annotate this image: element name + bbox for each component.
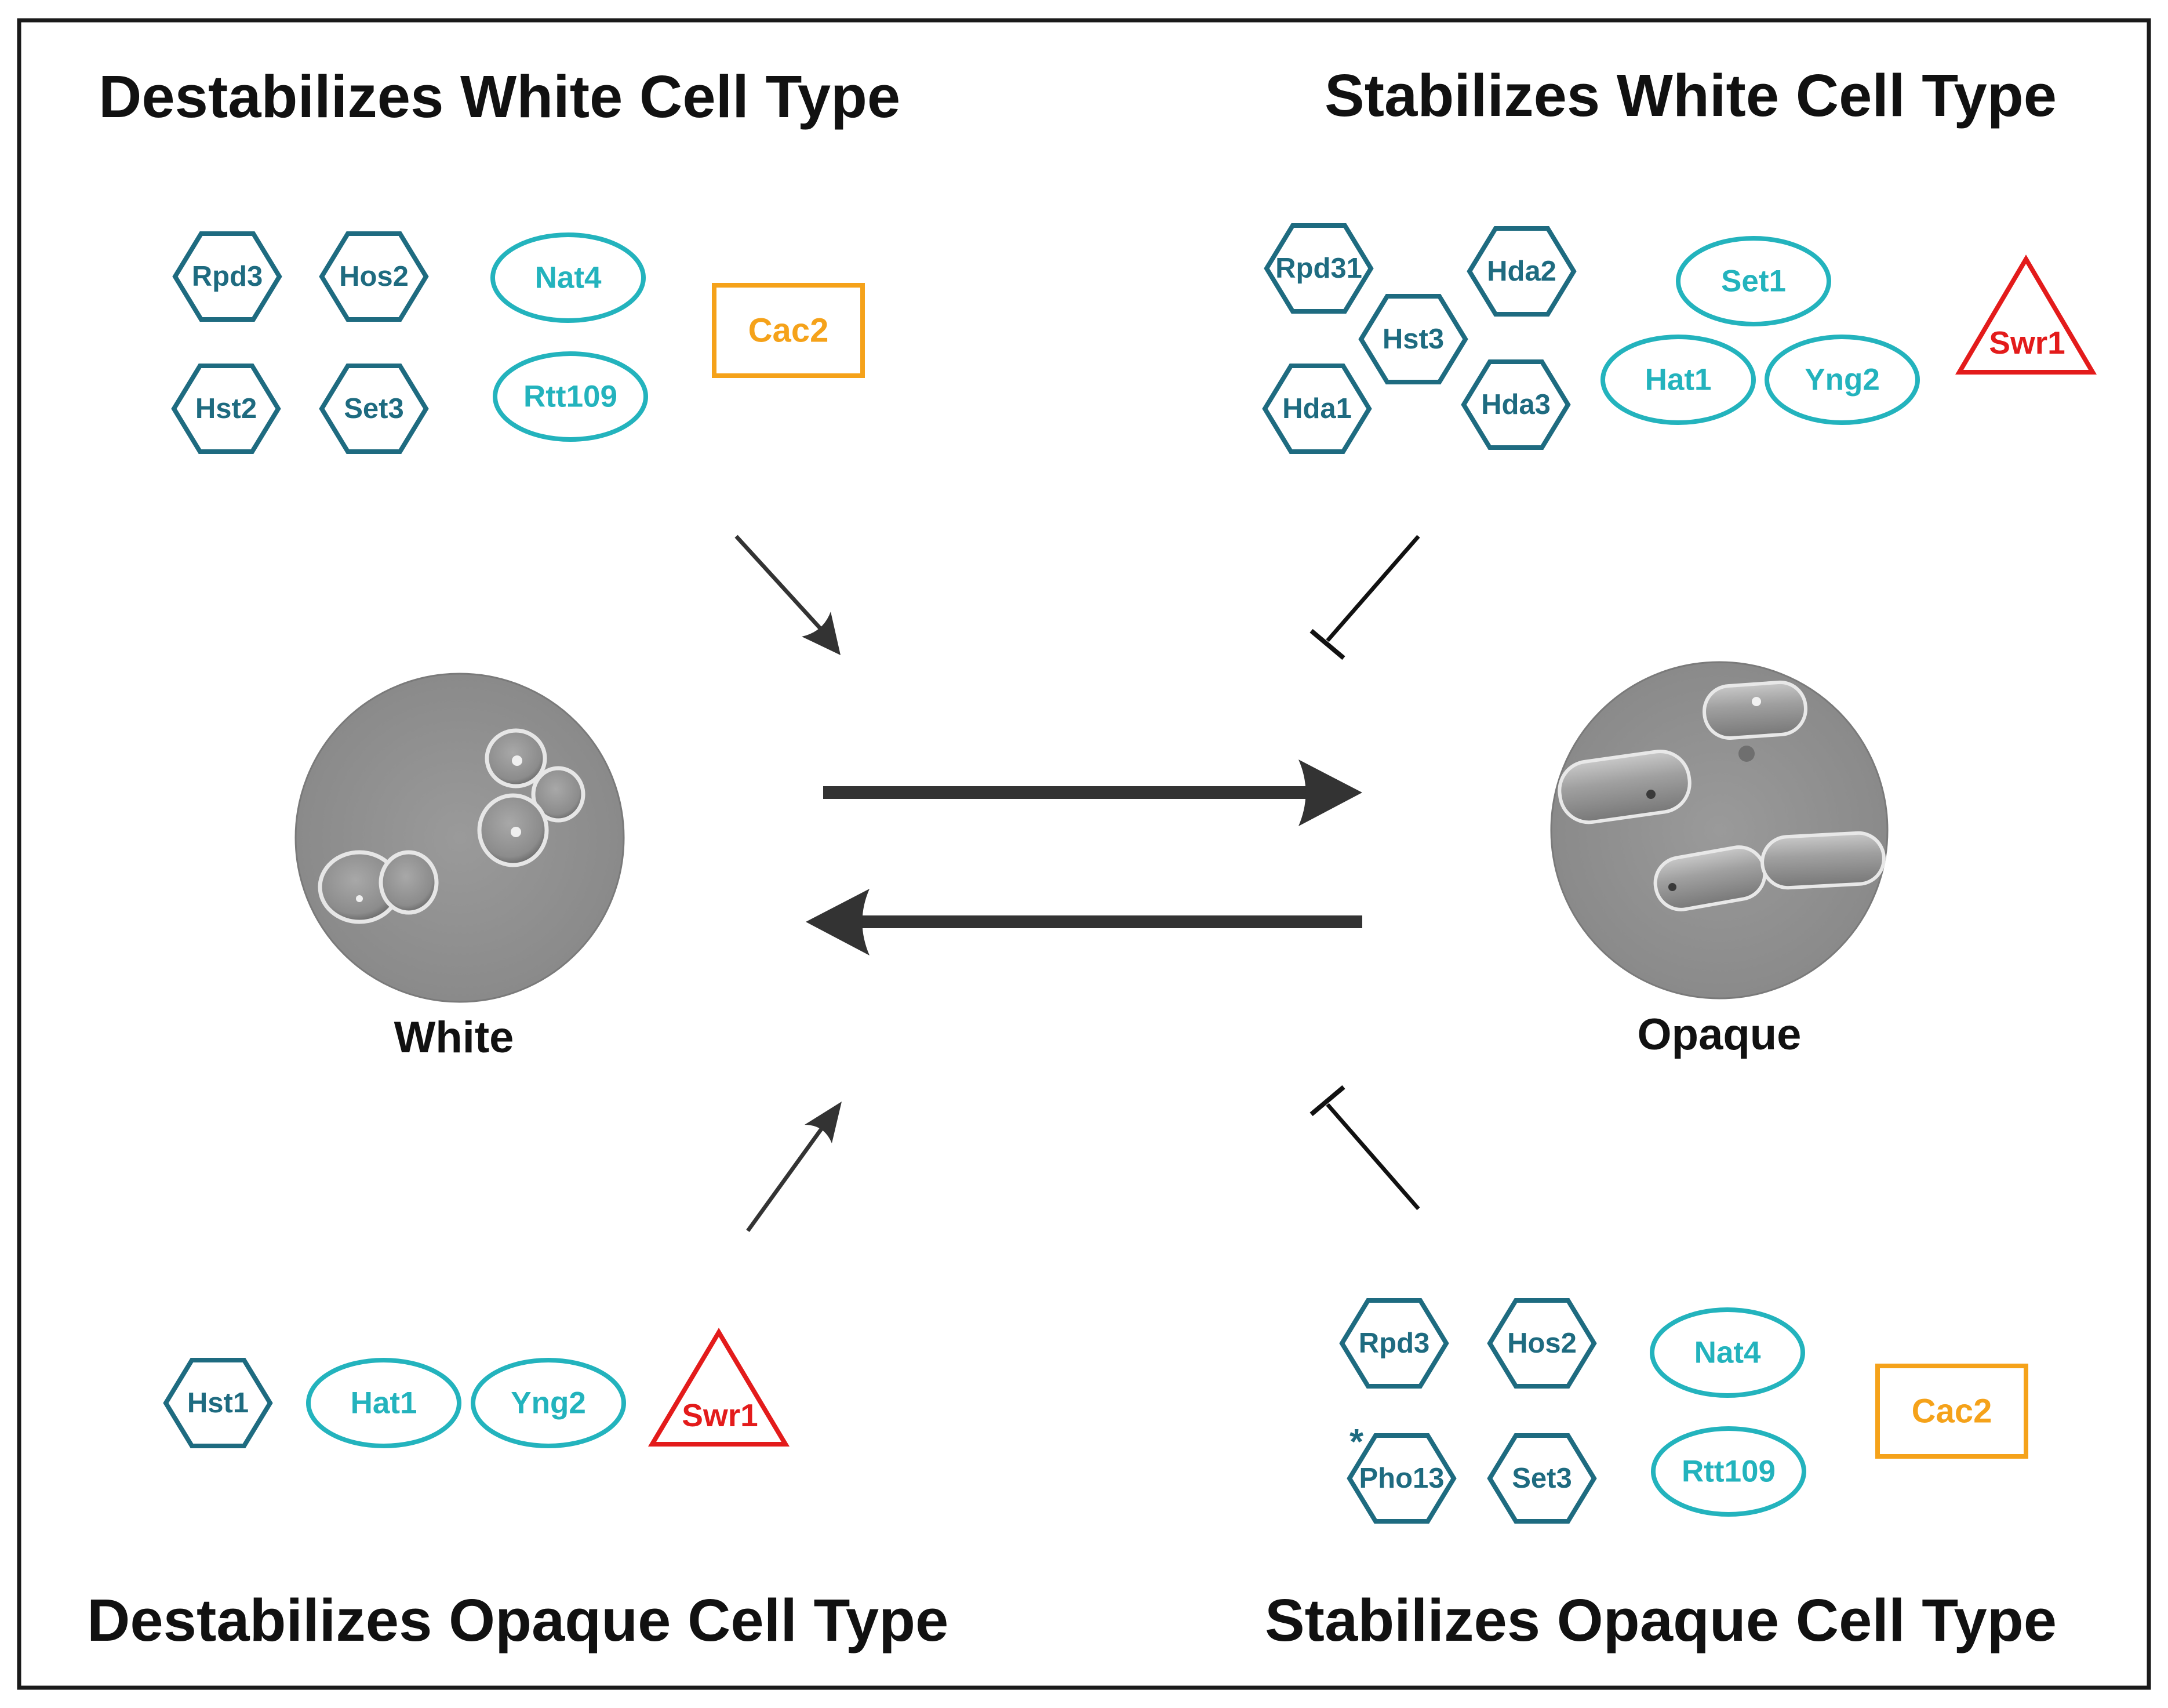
hexagon-label: Hst1	[187, 1387, 249, 1419]
hexagon-node: Hda1	[1262, 364, 1372, 454]
oval-node: Rtt109	[1651, 1426, 1806, 1517]
group-stabilizes-opaque: Rpd3 Hos2 Pho13 * Set3 Nat4 Rtt109 Cac2	[1339, 1298, 2028, 1524]
heading-stabilizes-opaque: Stabilizes Opaque Cell Type	[1265, 1587, 2057, 1654]
white-cell-label: White	[394, 1013, 514, 1062]
hexagon-node: Pho13	[1347, 1433, 1457, 1524]
hexagon-label: Rpd3	[192, 261, 263, 292]
oval-label: Hat1	[1645, 363, 1712, 397]
oval-label: Yng2	[1805, 363, 1880, 397]
heading-stabilizes-white: Stabilizes White Cell Type	[1325, 62, 2057, 129]
hexagon-node: Hda3	[1461, 359, 1571, 450]
opaque-cell-image	[1550, 661, 1889, 1000]
hexagon-node: Rpd3	[172, 231, 282, 322]
hexagon-node: Hst1	[163, 1358, 273, 1448]
destabilizes-white-arrow	[734, 535, 841, 655]
oval-node: Nat4	[1650, 1307, 1805, 1398]
opaque-cell-label: Opaque	[1638, 1010, 1802, 1059]
hexagon-label: Hst3	[1383, 324, 1444, 355]
triangle-node: Swr1	[1955, 255, 2097, 375]
hexagon-node: Hos2	[1487, 1298, 1597, 1389]
white-to-opaque-arrow	[823, 759, 1362, 826]
hexagon-node: Set3	[319, 364, 429, 454]
hexagon-node: Set3	[1487, 1433, 1597, 1524]
triangle-node: Swr1	[648, 1328, 790, 1447]
oval-node: Rtt109	[493, 351, 648, 442]
oval-label: Nat4	[1694, 1336, 1761, 1370]
oval-label: Set1	[1721, 264, 1786, 299]
hexagon-node: Hst3	[1358, 294, 1468, 384]
group-stabilizes-white: Rpd31 Hda2 Hst3 Hda1 Hda3 Set1 Hat1 Yng	[1262, 223, 2097, 454]
hexagon-label: Hda3	[1481, 389, 1551, 420]
oval-node: Yng2	[471, 1358, 626, 1448]
hexagon-node: Rpd3	[1339, 1298, 1449, 1389]
figure-frame	[17, 18, 2151, 1690]
hexagon-label: Pho13	[1359, 1463, 1444, 1494]
opaque-to-white-arrow	[806, 889, 1362, 955]
stabilizes-opaque-inhibition	[1309, 1085, 1420, 1211]
asterisk-marker: *	[1349, 1422, 1364, 1462]
oval-node: Set1	[1676, 236, 1831, 326]
hexagon-label: Hos2	[339, 261, 409, 292]
rectangle-label: Cac2	[1912, 1393, 1992, 1430]
hexagon-label: Hos2	[1507, 1328, 1577, 1359]
oval-label: Rtt109	[1682, 1455, 1776, 1489]
triangle-label: Swr1	[1989, 325, 2065, 361]
white-cell-image	[294, 673, 625, 1003]
oval-node: Hat1	[306, 1358, 461, 1448]
hexagon-node: Hda2	[1467, 226, 1577, 317]
oval-label: Rtt109	[523, 380, 617, 414]
rectangle-label: Cac2	[748, 312, 829, 350]
group-destabilizes-white: Rpd3 Hos2 Hst2 Set3 Nat4 Rtt109 Cac2	[171, 231, 865, 454]
oval-node: Yng2	[1765, 335, 1920, 425]
hexagon-label: Hda1	[1282, 393, 1352, 424]
hexagon-label: Rpd3	[1359, 1328, 1430, 1359]
heading-destabilizes-opaque: Destabilizes Opaque Cell Type	[87, 1587, 948, 1654]
hexagon-label: Hda2	[1487, 256, 1556, 287]
group-destabilizes-opaque: Hst1 Hat1 Yng2 Swr1	[163, 1328, 790, 1448]
hexagon-node: Rpd31	[1264, 223, 1374, 314]
heading-destabilizes-white: Destabilizes White Cell Type	[99, 63, 900, 130]
hexagon-label: Hst2	[195, 393, 257, 424]
destabilizes-opaque-arrow	[746, 1102, 842, 1233]
oval-label: Nat4	[535, 261, 602, 295]
hexagon-label: Set3	[344, 393, 404, 424]
hexagon-label: Set3	[1512, 1463, 1572, 1494]
oval-node: Nat4	[490, 232, 646, 323]
rectangle-node: Cac2	[712, 283, 865, 378]
hexagon-label: Rpd31	[1275, 253, 1362, 284]
triangle-label: Swr1	[682, 1397, 758, 1433]
stabilizes-white-inhibition	[1309, 535, 1420, 660]
oval-node: Hat1	[1600, 335, 1756, 425]
hexagon-node: Hst2	[171, 364, 281, 454]
oval-label: Hat1	[351, 1386, 417, 1420]
hexagon-node: Hos2	[319, 231, 429, 322]
rectangle-node: Cac2	[1875, 1364, 2028, 1459]
oval-label: Yng2	[511, 1386, 586, 1420]
